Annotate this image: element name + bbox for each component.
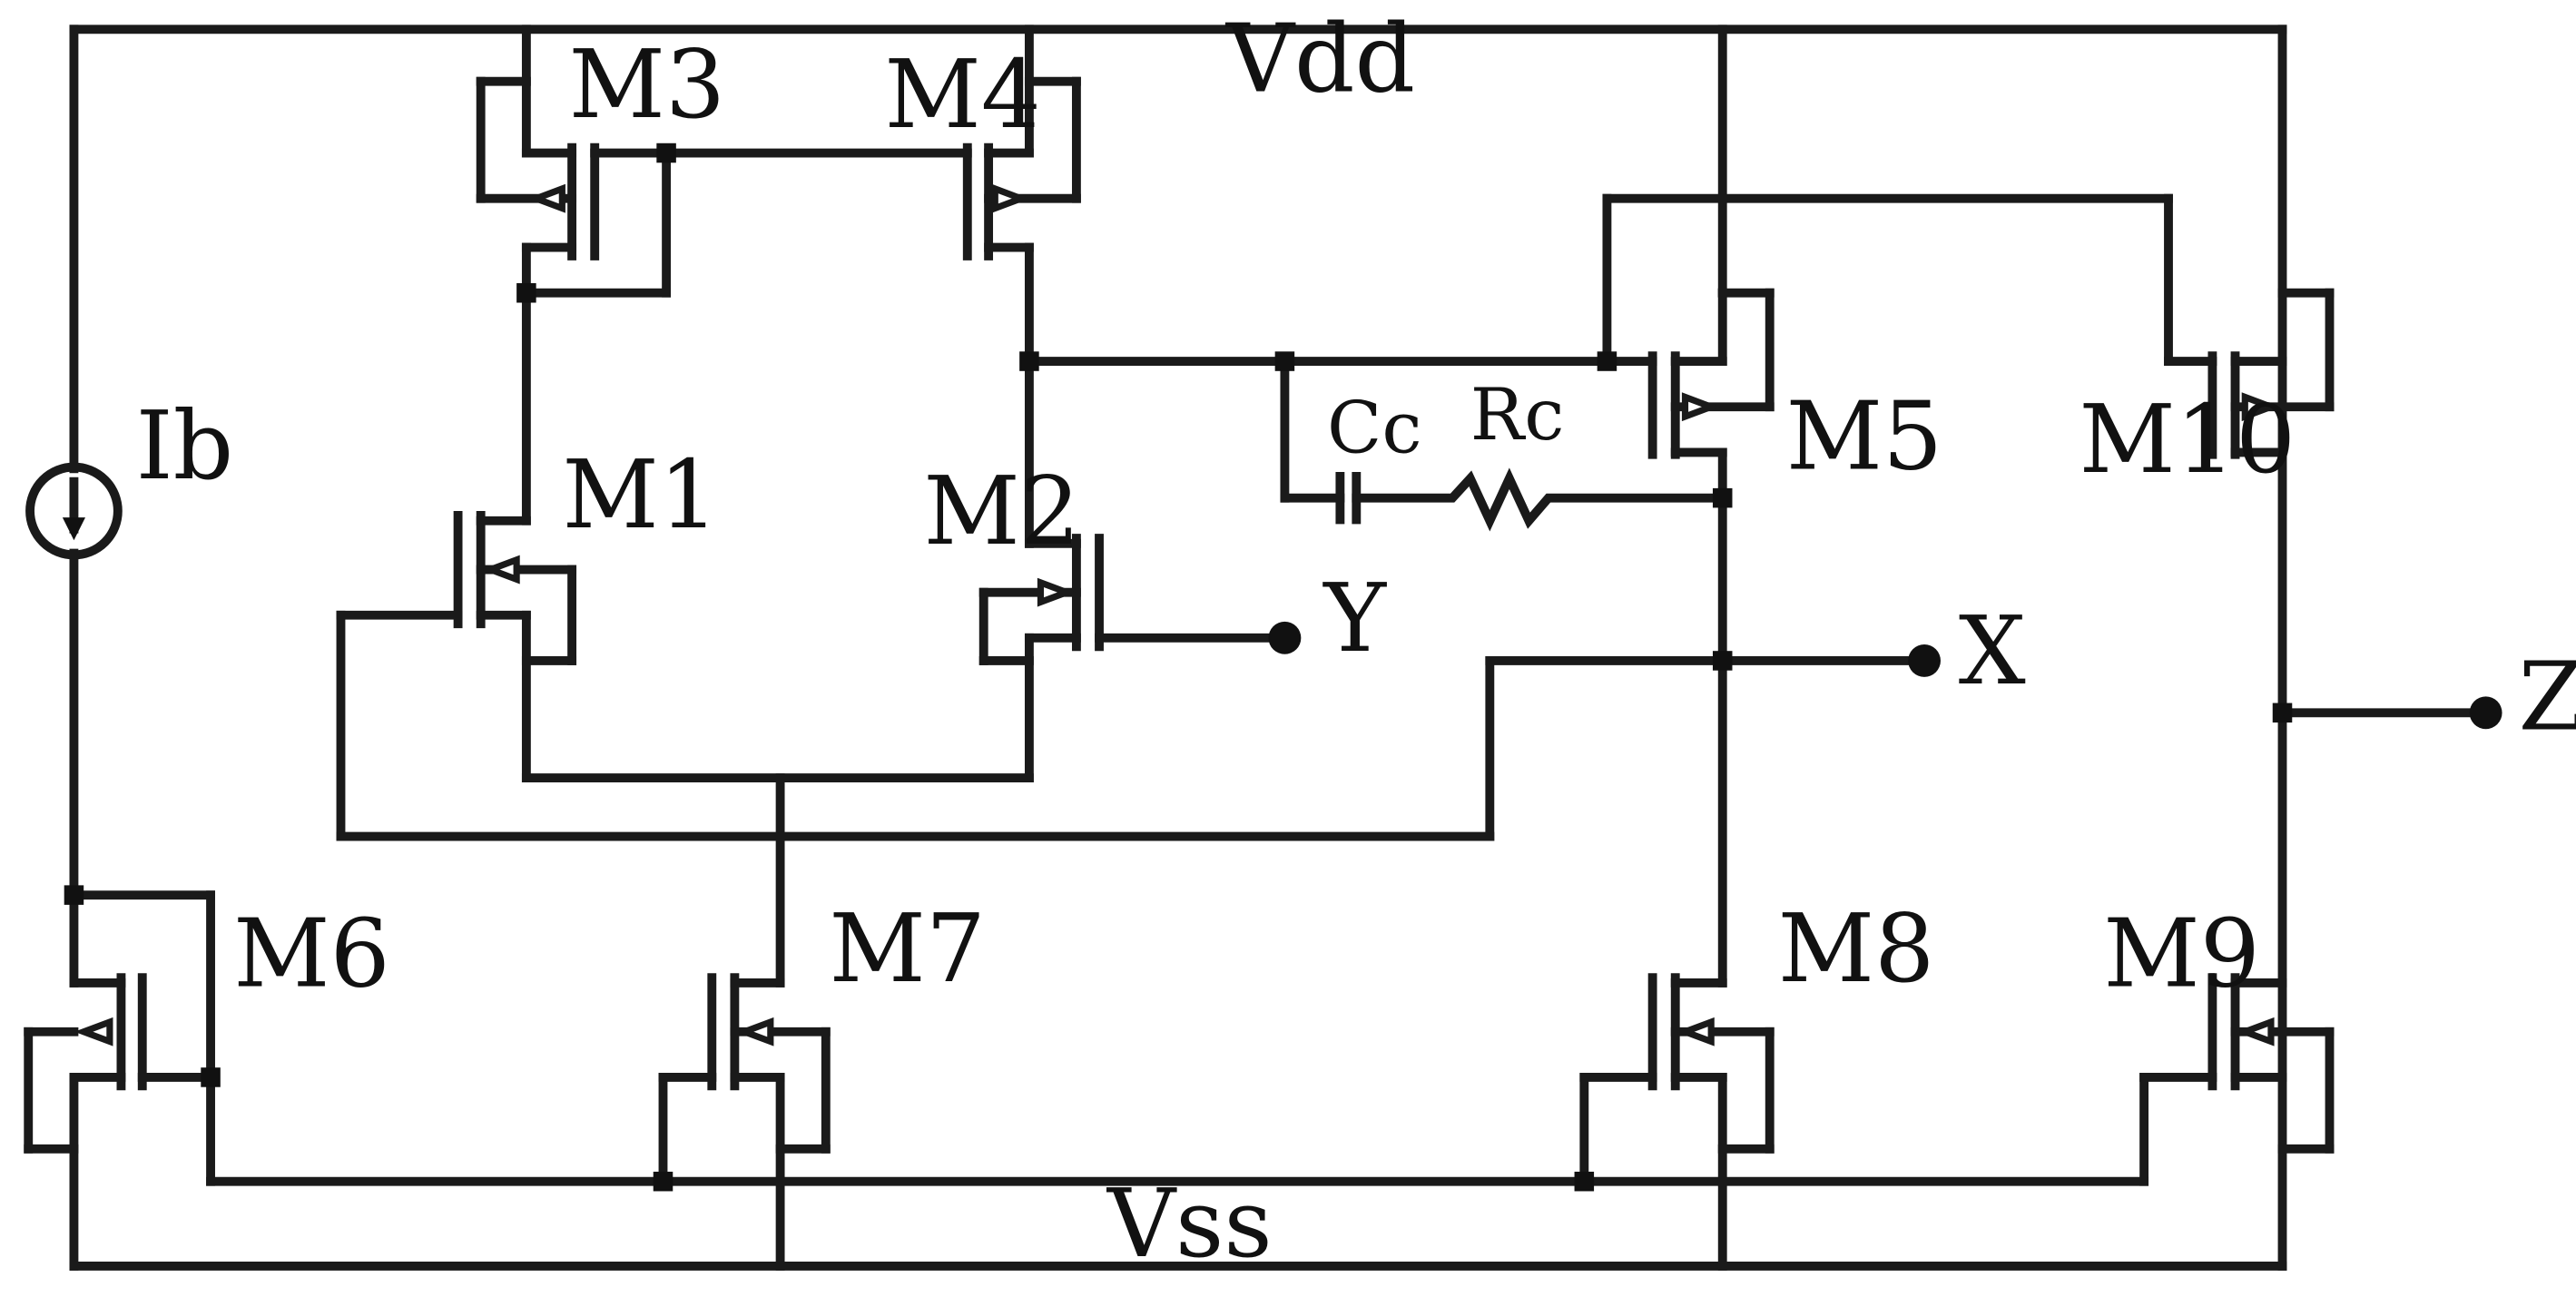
terminal-z [2469, 696, 2502, 730]
transistor-m6 [24, 890, 215, 1186]
label-m3: M3 [569, 29, 726, 140]
transistor-m4 [962, 25, 1081, 366]
transistor-m10 [2207, 288, 2335, 459]
label-vss: Vss [1106, 1168, 1273, 1279]
transistor-m1 [336, 288, 577, 782]
label-y: Y [1322, 563, 1387, 673]
transistor-m8 [1579, 973, 1775, 1271]
transistor-m2 [978, 357, 1290, 782]
label-m1: M1 [562, 439, 719, 550]
terminal-y [1268, 621, 1302, 654]
m10-gate-wire [1602, 193, 2217, 366]
label-m2: M2 [923, 456, 1080, 566]
label-m8: M8 [1778, 893, 1935, 1004]
label-m4: M4 [884, 39, 1041, 150]
label-ib: Ib [136, 390, 234, 501]
current-source-ib [25, 462, 123, 560]
junctions [64, 142, 2293, 1192]
label-m9: M9 [2103, 899, 2260, 1009]
label-m7: M7 [829, 893, 986, 1004]
transistor-m7 [658, 773, 831, 1271]
transistor-m5 [1602, 25, 1775, 987]
compensation-network [1280, 357, 1727, 532]
label-m5: M5 [1786, 380, 1943, 491]
label-x: X [1959, 595, 2026, 706]
label-vdd: Vdd [1224, 3, 1415, 113]
label-cc: Cc [1327, 386, 1422, 469]
label-rc: Rc [1470, 373, 1565, 457]
feedback-wire [336, 610, 1727, 841]
label-m10: M10 [2079, 384, 2296, 495]
label-z: Z [2518, 641, 2576, 752]
label-m6: M6 [233, 899, 390, 1009]
bias-line [206, 1073, 2149, 1186]
transistor-m9 [2139, 973, 2335, 1154]
terminal-x [1908, 644, 1941, 677]
